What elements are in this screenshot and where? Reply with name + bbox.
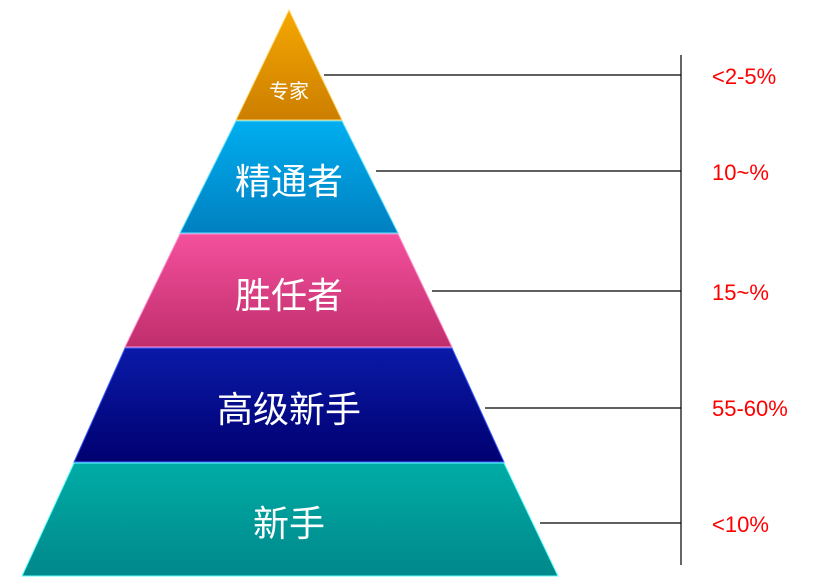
percent-competent: 15~% [712, 280, 769, 305]
tier-label-competent: 胜任者 [235, 276, 343, 317]
percent-advanced-beginner: 55-60% [712, 396, 788, 421]
connector-lines [324, 55, 682, 565]
percent-novice: <10% [712, 512, 769, 537]
percent-proficient: 10~% [712, 160, 769, 185]
tier-proficient [179, 120, 399, 234]
tier-competent [124, 233, 453, 348]
tier-expert [235, 8, 343, 121]
percent-expert: <2-5% [712, 64, 776, 89]
tier-label-advanced-beginner: 高级新手 [217, 390, 361, 431]
tier-label-expert: 专家 [269, 79, 309, 103]
tier-advanced-beginner [73, 347, 505, 463]
tier-label-novice: 新手 [253, 504, 325, 545]
tier-label-proficient: 精通者 [235, 162, 343, 203]
tier-novice [21, 462, 559, 577]
